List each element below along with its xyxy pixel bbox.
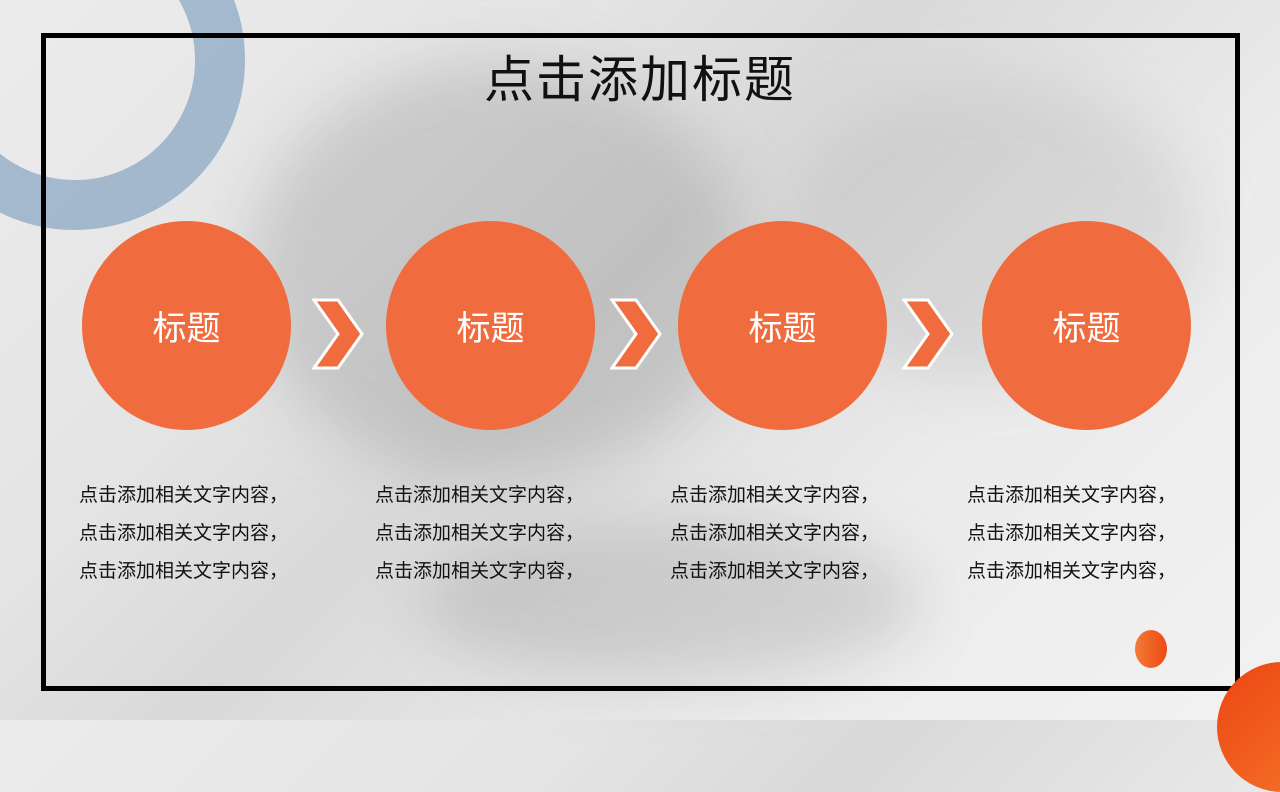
- description-line: 点击添加相关文字内容，: [79, 560, 289, 582]
- step-circle-4[interactable]: 标题: [982, 221, 1191, 430]
- description-line: 点击添加相关文字内容，: [670, 560, 880, 582]
- step-description-1[interactable]: 点击添加相关文字内容， 点击添加相关文字内容， 点击添加相关文字内容，: [79, 476, 339, 590]
- step-label: 标题: [152, 309, 221, 349]
- chevron-right-icon: [610, 298, 662, 370]
- decorative-dot-small: [1135, 630, 1167, 668]
- step-circle-3[interactable]: 标题: [678, 221, 887, 430]
- description-line: 点击添加相关文字内容，: [375, 484, 585, 506]
- chevron-right-icon: [902, 298, 954, 370]
- step-label: 标题: [456, 309, 525, 349]
- description-line: 点击添加相关文字内容，: [670, 484, 880, 506]
- description-line: 点击添加相关文字内容，: [967, 522, 1177, 544]
- step-circle-1[interactable]: 标题: [82, 221, 291, 430]
- step-circle-2[interactable]: 标题: [386, 221, 595, 430]
- slide-title[interactable]: 点击添加标题: [484, 51, 796, 109]
- slide-frame: [41, 33, 1240, 691]
- description-line: 点击添加相关文字内容，: [670, 522, 880, 544]
- description-line: 点击添加相关文字内容，: [967, 560, 1177, 582]
- step-label: 标题: [748, 309, 817, 349]
- background-photo-shade: [420, 520, 920, 680]
- step-description-2[interactable]: 点击添加相关文字内容， 点击添加相关文字内容， 点击添加相关文字内容，: [375, 476, 635, 590]
- description-line: 点击添加相关文字内容，: [967, 484, 1177, 506]
- step-description-3[interactable]: 点击添加相关文字内容， 点击添加相关文字内容， 点击添加相关文字内容，: [670, 476, 930, 590]
- step-description-4[interactable]: 点击添加相关文字内容， 点击添加相关文字内容， 点击添加相关文字内容，: [967, 476, 1227, 590]
- description-line: 点击添加相关文字内容，: [375, 522, 585, 544]
- chevron-right-icon: [312, 298, 364, 370]
- description-line: 点击添加相关文字内容，: [375, 560, 585, 582]
- step-label: 标题: [1052, 309, 1121, 349]
- description-line: 点击添加相关文字内容，: [79, 484, 289, 506]
- description-line: 点击添加相关文字内容，: [79, 522, 289, 544]
